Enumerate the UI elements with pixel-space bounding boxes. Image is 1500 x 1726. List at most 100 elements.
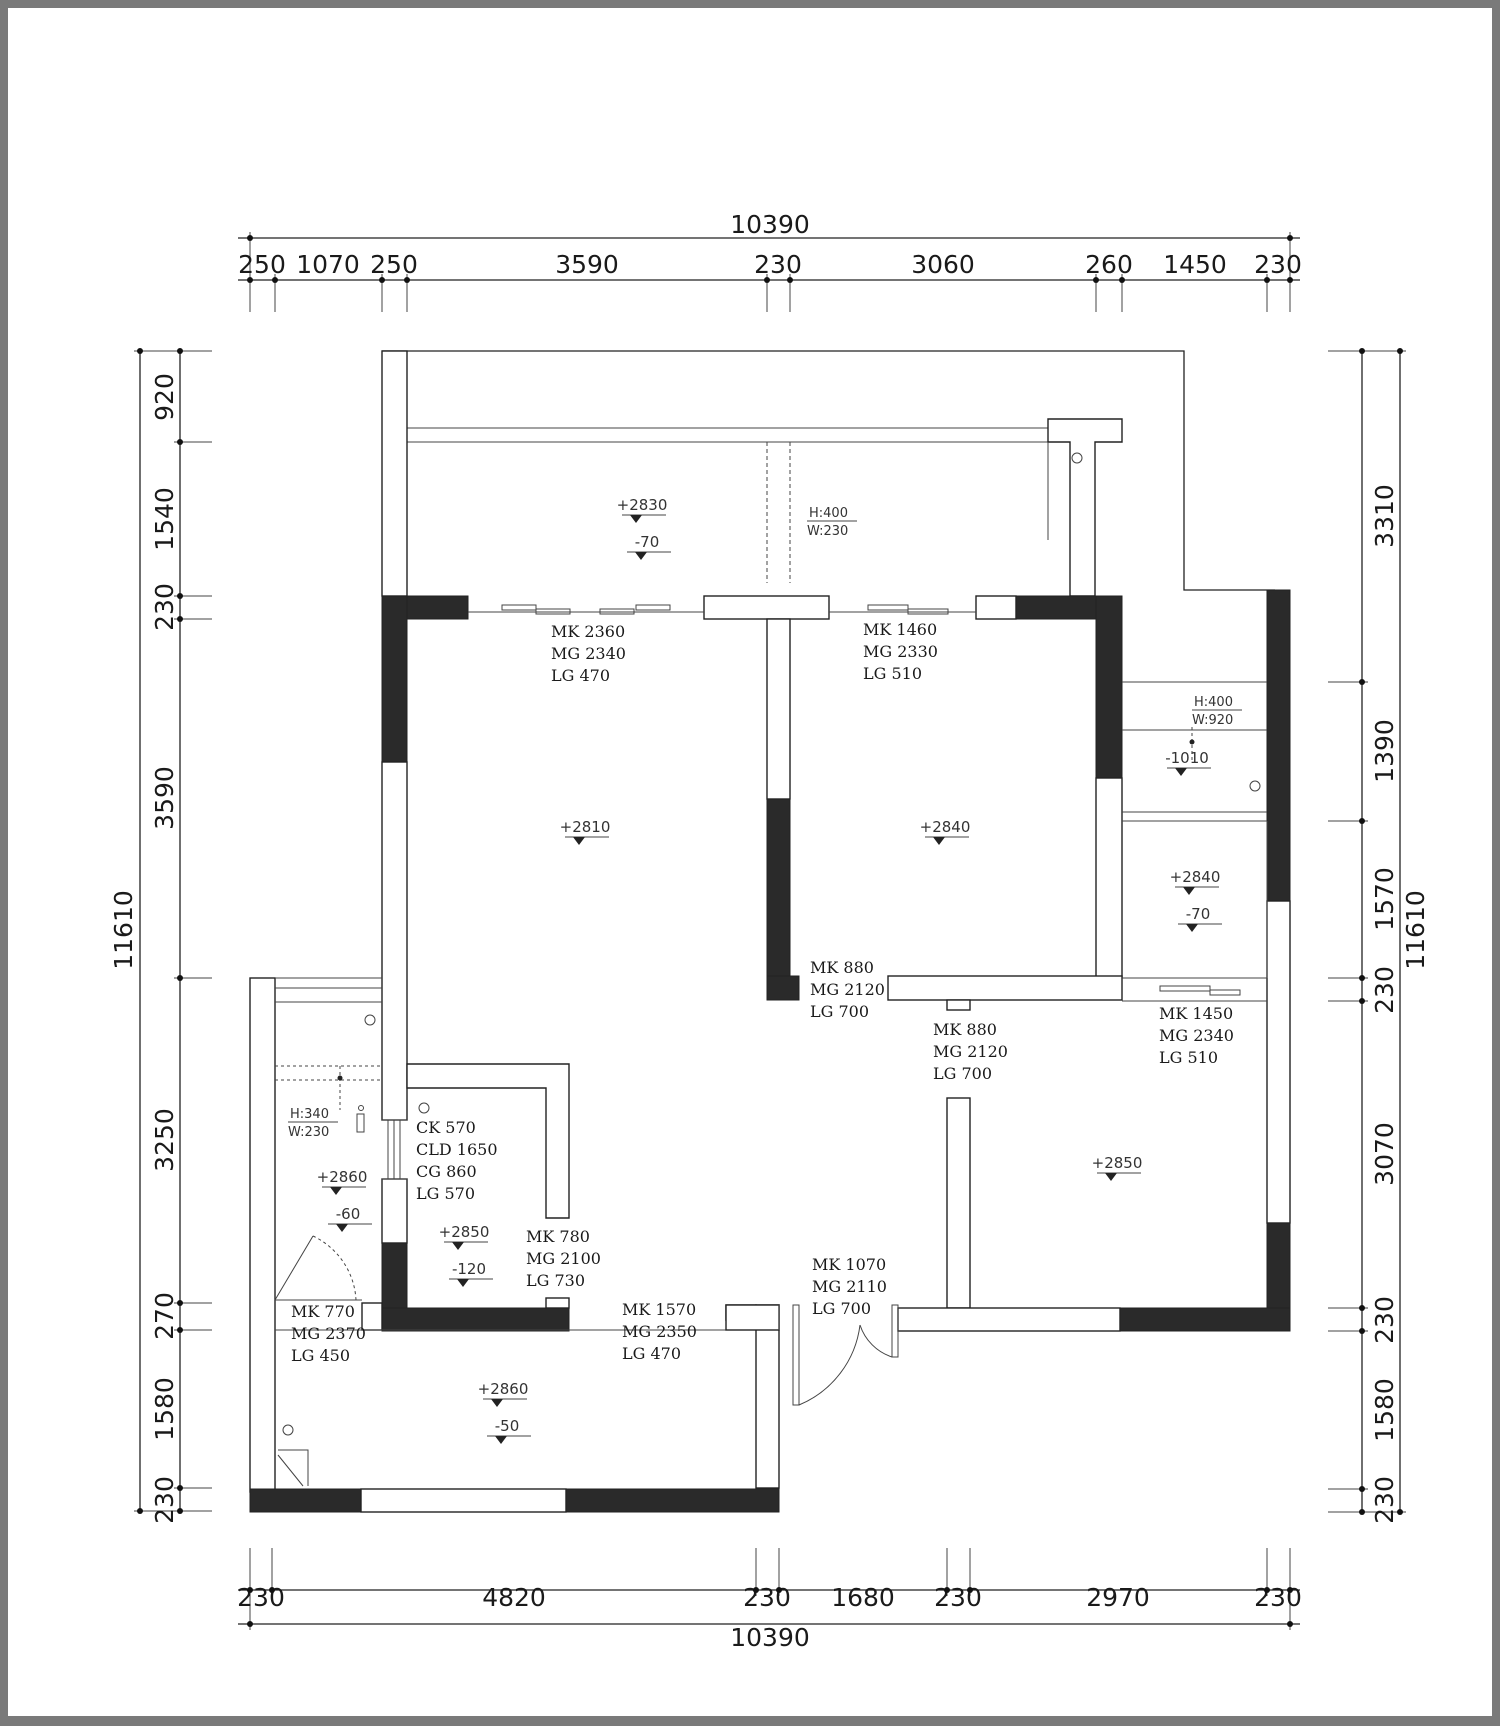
dimension-ticks <box>137 235 1403 1627</box>
dim-left-segment: 3250 <box>150 1108 179 1172</box>
dimension-tick-dot <box>177 1300 183 1306</box>
opening-spec-line: MG 2340 <box>551 644 626 663</box>
dimension-tick-dot <box>1359 1305 1365 1311</box>
dimension-tick-dot <box>944 1587 950 1593</box>
level-marker: -1010 <box>1165 749 1211 776</box>
dimension-tick-dot <box>1397 348 1403 354</box>
dim-top-segment: 230 <box>754 250 802 279</box>
dim-top-segment: 3590 <box>555 250 619 279</box>
dimension-tick-dot <box>137 1508 143 1514</box>
opening-label: MK 880 MG 2120 LG 700 <box>810 958 885 1021</box>
level-marker: +2840 <box>920 818 970 845</box>
dimension-tick-dot <box>1287 277 1293 283</box>
dim-right-segment: 1390 <box>1370 719 1399 783</box>
walls <box>249 350 1291 1513</box>
level-value: +2840 <box>1170 868 1221 886</box>
dimension-tick-dot <box>177 439 183 445</box>
dim-left-segment: 3590 <box>150 766 179 830</box>
opening-spec-line: LG 470 <box>551 666 610 685</box>
dimension-right <box>1328 350 1406 1513</box>
opening-spec-line: MK 770 <box>291 1302 355 1321</box>
level-triangle-icon <box>491 1399 503 1407</box>
opening-spec-line: MG 2100 <box>526 1249 601 1268</box>
level-marker: -70 <box>1178 905 1222 932</box>
dimension-tick-dot <box>1359 975 1365 981</box>
dim-right-segment: 1580 <box>1370 1378 1399 1442</box>
opening-spec-line: LG 700 <box>812 1299 871 1318</box>
level-value: +2850 <box>1092 1154 1143 1172</box>
dimension-tick-dot <box>404 277 410 283</box>
level-value: -50 <box>495 1417 520 1435</box>
dimension-tick-dot <box>1287 1621 1293 1627</box>
level-triangle-icon <box>495 1436 507 1444</box>
opening-spec-line: LG 450 <box>291 1346 350 1365</box>
dimension-tick-dot <box>177 593 183 599</box>
beam-width: W:230 <box>807 524 848 539</box>
opening-spec-line: MK 880 <box>810 958 874 977</box>
opening-label: MK 2360 MG 2340 LG 470 <box>551 622 626 685</box>
dimension-tick-dot <box>247 235 253 241</box>
dim-left-segment: 230 <box>150 1476 179 1524</box>
beam-height: H:400 <box>1194 695 1233 710</box>
dimension-tick-dot <box>1359 998 1365 1004</box>
level-value: +2860 <box>478 1380 529 1398</box>
beam-height: H:340 <box>290 1107 329 1122</box>
level-triangle-icon <box>452 1242 464 1250</box>
opening-spec-line: MG 2340 <box>1159 1026 1234 1045</box>
opening-spec-line: MG 2120 <box>810 980 885 999</box>
level-triangle-icon <box>630 515 642 523</box>
level-marker: -60 <box>328 1205 372 1232</box>
dimension-tick-dot <box>1359 1509 1365 1515</box>
opening-spec-line: MK 1070 <box>812 1255 886 1274</box>
dim-top-segment: 230 <box>1254 250 1302 279</box>
opening-spec-line: LG 700 <box>810 1002 869 1021</box>
level-markers: +2830-70+2810+2840-1010+2840-70+2850+286… <box>317 496 1222 1444</box>
dim-right-segment: 3070 <box>1370 1122 1399 1186</box>
level-triangle-icon <box>635 552 647 560</box>
dim-bottom-segment: 1680 <box>831 1583 895 1612</box>
level-marker: +2840 <box>1170 868 1221 895</box>
dimension-tick-dot <box>776 1587 782 1593</box>
level-marker: -70 <box>627 533 671 560</box>
dim-right-segment: 230 <box>1370 966 1399 1014</box>
opening-spec-line: LG 510 <box>1159 1048 1218 1067</box>
dim-top-segment: 1450 <box>1163 250 1227 279</box>
dimension-tick-dot <box>1359 348 1365 354</box>
opening-spec-line: CLD 1650 <box>416 1140 498 1159</box>
dimension-tick-dot <box>177 348 183 354</box>
opening-spec-line: LG 700 <box>933 1064 992 1083</box>
dimension-tick-dot <box>1359 818 1365 824</box>
level-marker: +2850 <box>439 1223 490 1250</box>
level-triangle-icon <box>1183 887 1195 895</box>
dim-right-segment: 230 <box>1370 1296 1399 1344</box>
level-triangle-icon <box>573 837 585 845</box>
dimension-tick-dot <box>247 1621 253 1627</box>
dimension-tick-dot <box>177 1508 183 1514</box>
dim-left-segment: 270 <box>150 1292 179 1340</box>
opening-spec-line: MK 2360 <box>551 622 625 641</box>
dimension-tick-dot <box>177 975 183 981</box>
level-value: +2830 <box>617 496 668 514</box>
dim-left-segment: 1540 <box>150 487 179 551</box>
level-triangle-icon <box>457 1279 469 1287</box>
level-triangle-icon <box>1186 924 1198 932</box>
opening-spec-line: LG 570 <box>416 1184 475 1203</box>
opening-spec-line: LG 470 <box>622 1344 681 1363</box>
level-value: +2860 <box>317 1168 368 1186</box>
level-triangle-icon <box>330 1187 342 1195</box>
opening-spec-line: LG 510 <box>863 664 922 683</box>
level-triangle-icon <box>933 837 945 845</box>
dim-top-total: 10390 <box>730 210 810 239</box>
level-value: +2850 <box>439 1223 490 1241</box>
level-value: -70 <box>1186 905 1211 923</box>
dim-bottom-segment: 4820 <box>482 1583 546 1612</box>
dimension-tick-dot <box>247 277 253 283</box>
